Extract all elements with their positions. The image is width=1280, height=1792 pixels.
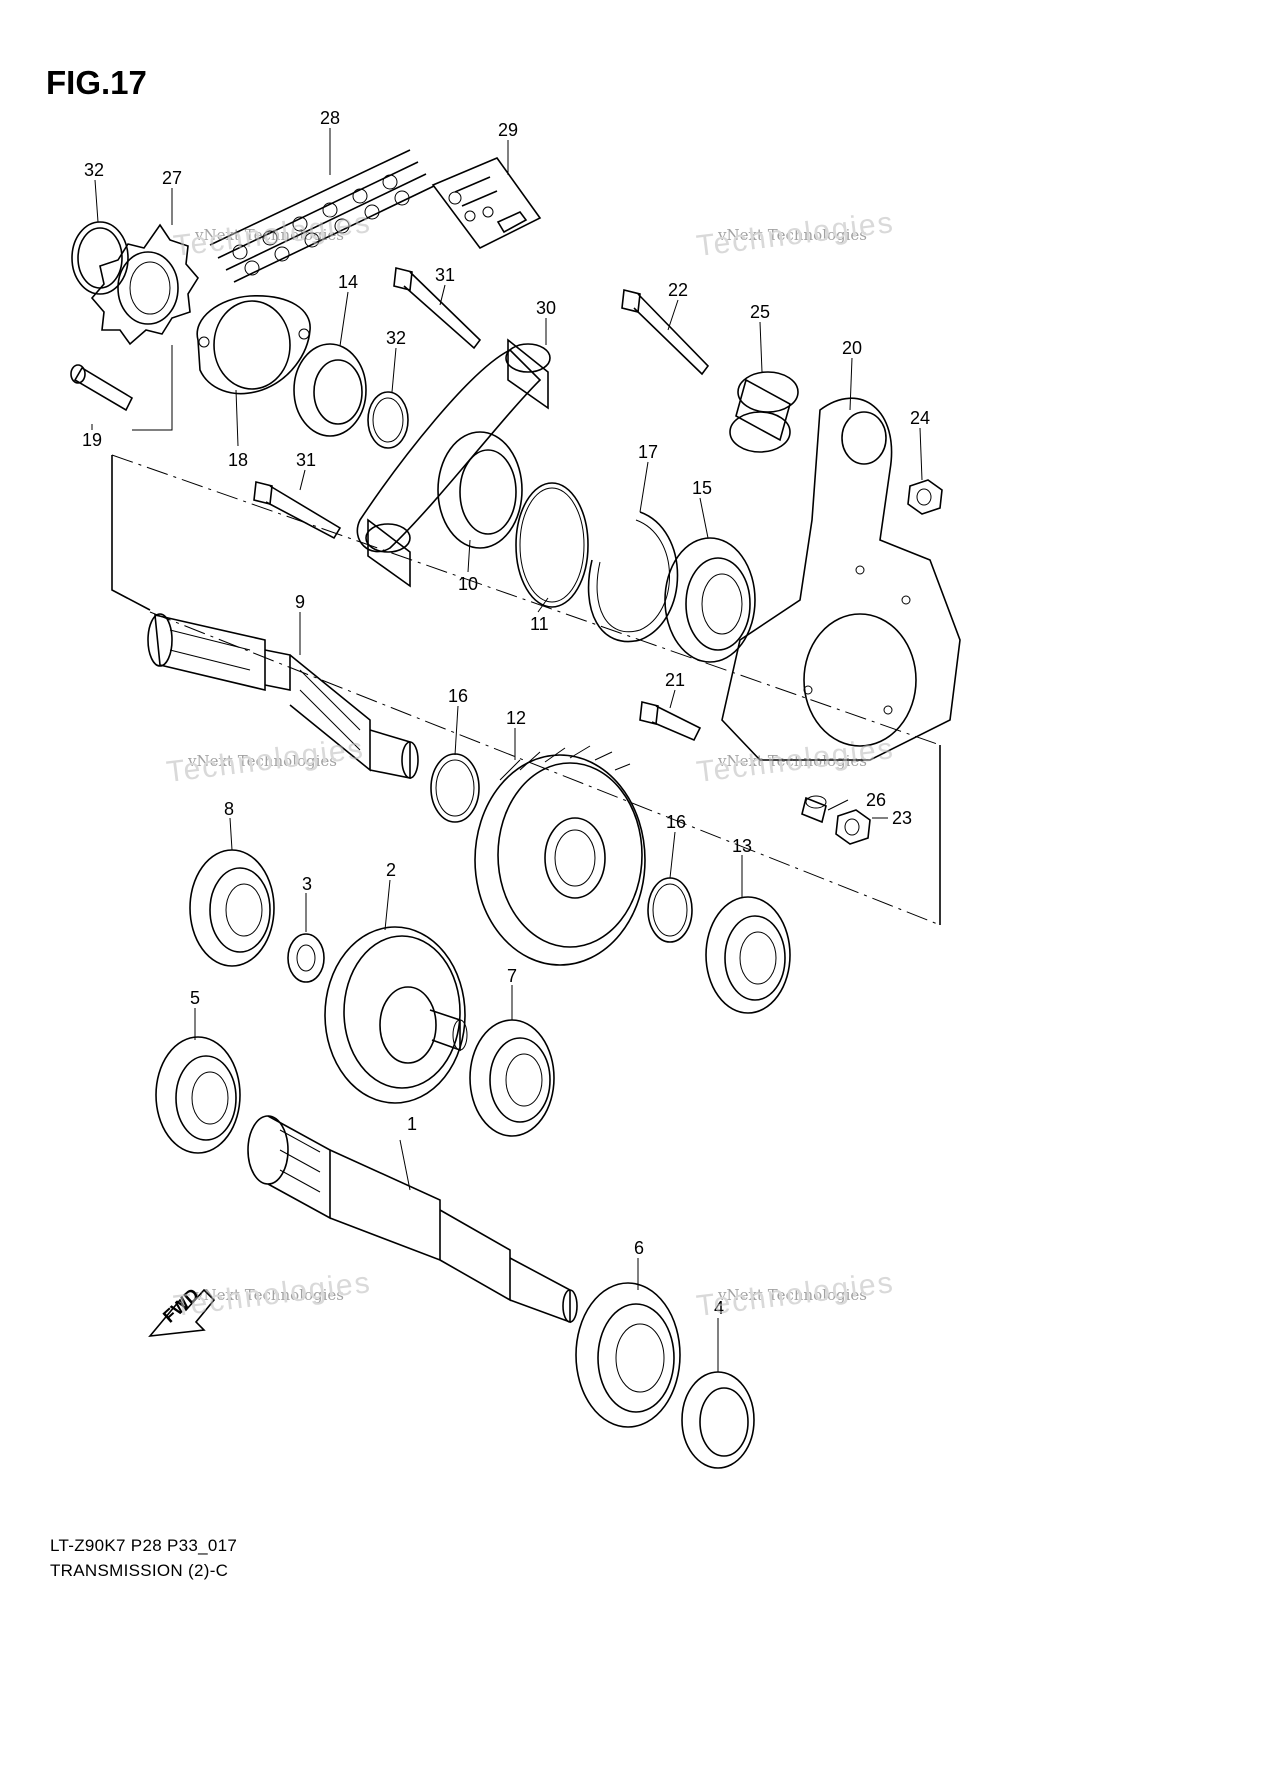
callout-3: 3 xyxy=(302,874,312,894)
callout-6: 6 xyxy=(634,1238,644,1258)
part-13-ball-bearing xyxy=(705,896,791,1014)
part-7-ball-bearing xyxy=(469,1019,555,1137)
callout-26: 26 xyxy=(866,790,886,810)
callout-4: 4 xyxy=(714,1298,724,1318)
part-21-bolt xyxy=(639,701,702,742)
callout-9: 9 xyxy=(295,592,305,612)
callout-22: 22 xyxy=(668,280,688,300)
part-19-screw xyxy=(70,364,134,412)
callout-31-b: 31 xyxy=(296,450,316,470)
callout-28: 28 xyxy=(320,108,340,128)
part-17-circlip xyxy=(587,511,679,643)
figure-title: FIG.17 xyxy=(46,64,147,101)
callout-18: 18 xyxy=(228,450,248,470)
part-14-oil-seal xyxy=(293,343,367,437)
callout-labels: 1 2 3 4 5 6 7 8 9 10 11 12 13 14 15 16 1… xyxy=(82,108,930,1372)
part-31-bolt-upper xyxy=(393,267,482,350)
part-30-shift-arm xyxy=(356,338,551,588)
callout-21: 21 xyxy=(665,670,685,690)
part-1-drive-shaft xyxy=(247,1115,578,1324)
part-16-circlip-a xyxy=(430,753,480,823)
part-2-gear xyxy=(324,926,468,1104)
callout-10: 10 xyxy=(458,574,478,594)
callout-11: 11 xyxy=(530,614,549,634)
callout-2: 2 xyxy=(386,860,396,880)
callout-17: 17 xyxy=(638,442,658,462)
callout-19: 19 xyxy=(82,430,102,450)
part-12-driven-gear xyxy=(474,745,646,966)
part-11-o-ring xyxy=(515,482,589,608)
callout-7: 7 xyxy=(507,966,517,986)
callout-24: 24 xyxy=(910,408,930,428)
assembly-bracket-lines xyxy=(111,345,941,926)
callout-1: 1 xyxy=(407,1114,417,1134)
part-24-nut xyxy=(907,479,943,515)
callout-32-b: 32 xyxy=(386,328,406,348)
callout-29: 29 xyxy=(498,120,518,140)
callout-27: 27 xyxy=(162,168,182,188)
part-18-cover-gasket xyxy=(196,295,311,395)
part-23-nut xyxy=(835,809,871,845)
callout-13: 13 xyxy=(732,836,752,856)
part-31-bolt-lower xyxy=(253,481,342,540)
part-27-sprocket xyxy=(90,223,199,346)
callout-12: 12 xyxy=(506,708,526,728)
part-3-washer xyxy=(287,933,325,983)
callout-5: 5 xyxy=(190,988,200,1008)
part-16-circlip-b xyxy=(647,877,693,943)
part-9-countershaft xyxy=(147,613,419,779)
callout-16-b: 16 xyxy=(666,812,686,832)
part-25-collar xyxy=(729,371,799,453)
part-10-bearing-bushing xyxy=(437,431,523,549)
callout-31-a: 31 xyxy=(435,265,455,285)
callout-8: 8 xyxy=(224,799,234,819)
model-code: LT-Z90K7 P28 P33_017 xyxy=(50,1536,238,1555)
callout-15: 15 xyxy=(692,478,712,498)
diagram-subtitle: TRANSMISSION (2)-C xyxy=(50,1561,229,1580)
callout-14: 14 xyxy=(338,272,358,292)
part-20-bracket xyxy=(721,397,961,761)
part-4-oil-seal xyxy=(681,1371,755,1469)
part-22-bolt xyxy=(621,289,710,376)
callout-25: 25 xyxy=(750,302,770,322)
part-6-ball-bearing xyxy=(575,1282,681,1428)
part-5-ball-bearing xyxy=(155,1036,241,1154)
part-32-circlip-b xyxy=(367,391,409,449)
part-26-dowel-pin xyxy=(801,795,827,824)
callout-32-a: 32 xyxy=(84,160,104,180)
callout-16-a: 16 xyxy=(448,686,468,706)
callout-30: 30 xyxy=(536,298,556,318)
part-8-ball-bearing xyxy=(189,849,275,967)
forward-arrow-icon: FWD xyxy=(148,1284,216,1338)
part-15-ball-bearing xyxy=(664,537,756,663)
part-28-drive-chain xyxy=(209,149,435,283)
callout-20: 20 xyxy=(842,338,862,358)
callout-23: 23 xyxy=(892,808,912,828)
part-29-chain-joint-kit xyxy=(431,157,542,250)
